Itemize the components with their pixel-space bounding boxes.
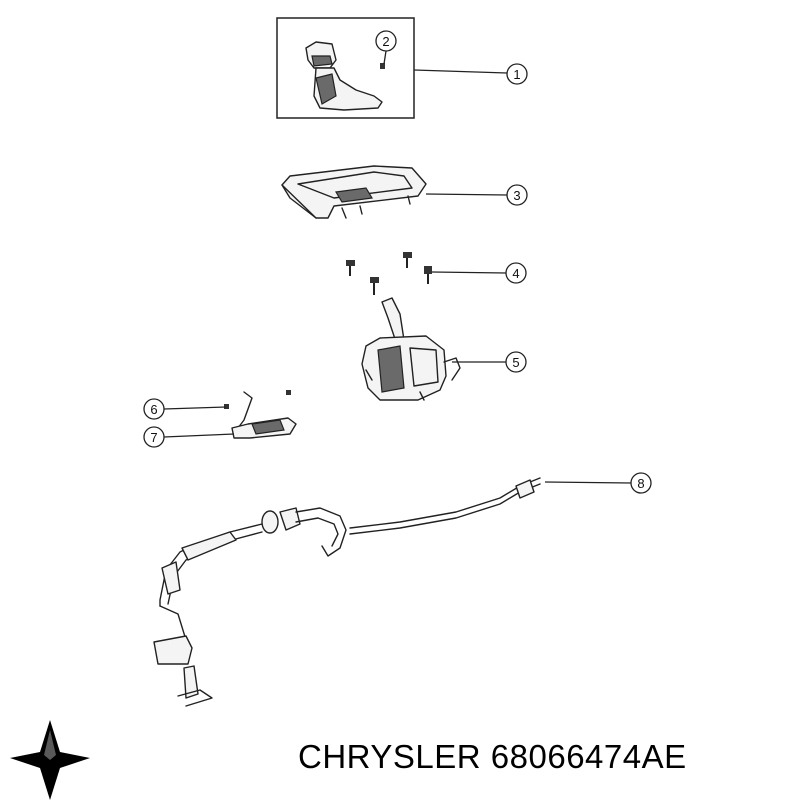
- interlock-screw: [286, 390, 291, 395]
- bolt: [403, 252, 412, 268]
- callout-3: 3: [506, 184, 528, 206]
- callout-7: 7: [143, 426, 165, 448]
- bolt: [370, 277, 379, 295]
- bolt: [424, 266, 432, 284]
- callout-leaders: [163, 50, 632, 484]
- shift-cable: [153, 477, 541, 707]
- interlock-clip: [224, 404, 229, 409]
- callout-4-label: 4: [512, 266, 519, 281]
- shift-knob-inset-frame: [276, 17, 415, 119]
- shifter-assembly: [361, 297, 461, 401]
- shifter-bezel: [281, 165, 427, 219]
- callout-7-label: 7: [150, 430, 157, 445]
- callout-4: 4: [505, 262, 527, 284]
- callout-8: 8: [630, 472, 652, 494]
- brand-name: CHRYSLER: [298, 738, 482, 775]
- callout-2-label: 2: [382, 34, 389, 49]
- bolts: [346, 252, 432, 295]
- callout-3-label: 3: [513, 188, 520, 203]
- bolt: [346, 260, 355, 276]
- brand-part-label: CHRYSLER 68066474AE: [298, 738, 687, 776]
- callout-5-label: 5: [512, 355, 519, 370]
- callout-1: 1: [506, 63, 528, 85]
- chrysler-pentastar-icon: [10, 720, 90, 800]
- shift-knob-group: [276, 17, 415, 119]
- callout-2: 2: [375, 30, 397, 52]
- callout-6-label: 6: [150, 402, 157, 417]
- part-number: 68066474AE: [490, 738, 687, 775]
- interlock-assembly: [224, 390, 297, 439]
- callout-6: 6: [143, 398, 165, 420]
- callout-8-label: 8: [637, 476, 644, 491]
- knob-set-screw: [380, 63, 385, 69]
- callout-5: 5: [505, 351, 527, 373]
- callout-1-label: 1: [513, 67, 520, 82]
- shift-knob: [305, 41, 383, 111]
